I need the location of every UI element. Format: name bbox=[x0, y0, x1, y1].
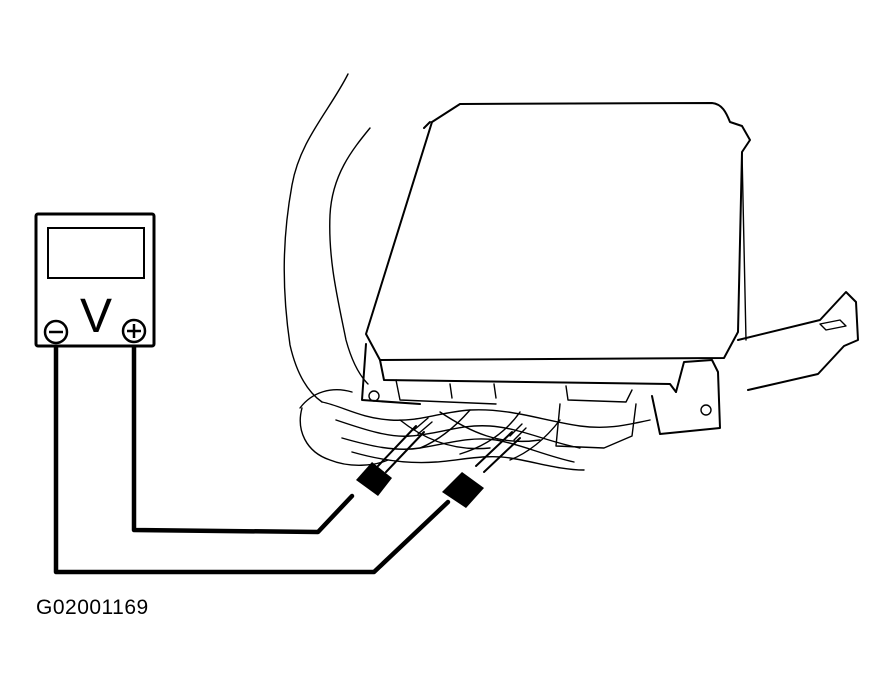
wire-harness-bundle bbox=[321, 401, 651, 471]
probe-negative bbox=[356, 417, 433, 496]
meter-display bbox=[47, 227, 145, 279]
probe-positive bbox=[442, 423, 527, 508]
test-leads bbox=[53, 339, 451, 575]
voltmeter: V bbox=[34, 212, 156, 348]
positive-terminal bbox=[121, 318, 147, 344]
voltage-unit-symbol: V bbox=[80, 290, 112, 343]
negative-terminal bbox=[43, 319, 69, 345]
harness-trim-curves bbox=[283, 73, 389, 466]
control-module bbox=[361, 102, 859, 449]
figure-id: G02001169 bbox=[36, 596, 149, 619]
